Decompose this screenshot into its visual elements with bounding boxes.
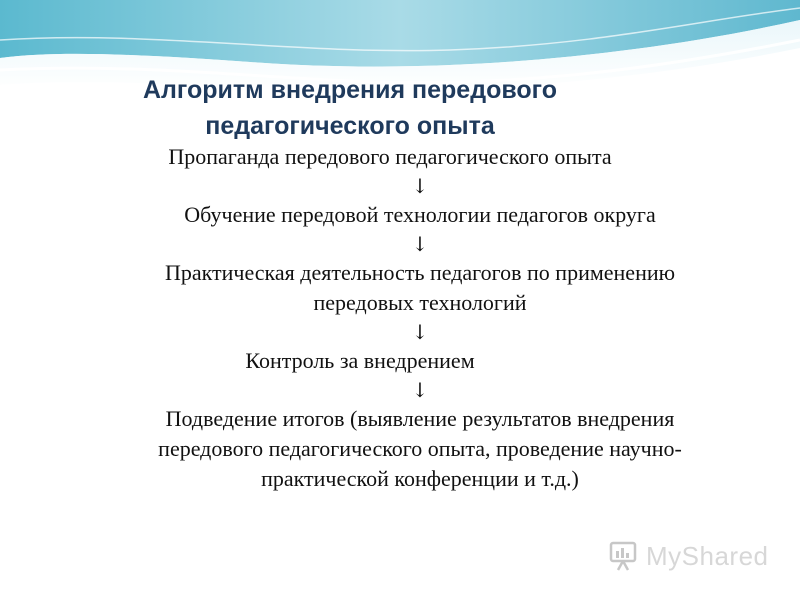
step-5-line-3: практической конференции и т.д.): [261, 466, 579, 491]
header-wave-decoration: [0, 0, 800, 92]
slide-title-line-1: Алгоритм внедрения передового: [142, 76, 557, 104]
myshared-watermark: MyShared: [608, 536, 769, 576]
down-arrow-icon: ↓: [411, 232, 429, 256]
step-3-line-1: Практическая деятельность педагогов по п…: [164, 260, 676, 285]
step-4-line-1: Контроль за внедрением: [245, 348, 475, 373]
slide-title-line-2: педагогического опыта: [205, 112, 495, 140]
step-1-line-1: Пропаганда передового педагогического оп…: [168, 144, 612, 169]
step-5-line-1: Подведение итогов (выявление результатов…: [165, 406, 675, 431]
step-5-line-2: передового педагогического опыта, провед…: [158, 436, 682, 461]
algorithm-steps: Пропаганда передового педагогического оп…: [40, 142, 800, 494]
step-3: Практическая деятельность педагогов по п…: [40, 258, 800, 318]
step-2: Обучение передовой технологии педагогов …: [40, 200, 800, 230]
down-arrow-icon: ↓: [411, 378, 429, 402]
slide-title: Алгоритм внедрения передового педагогиче…: [0, 72, 800, 144]
step-5: Подведение итогов (выявление результатов…: [40, 404, 800, 494]
myshared-logo-icon: [609, 541, 637, 571]
down-arrow-icon: ↓: [411, 320, 429, 344]
down-arrow-icon: ↓: [411, 174, 429, 198]
step-2-line-1: Обучение передовой технологии педагогов …: [184, 202, 656, 227]
step-3-line-2: передовых технологий: [313, 290, 527, 315]
step-4: Контроль за внедрением: [0, 346, 800, 376]
watermark-text: MyShared: [646, 540, 769, 571]
step-1: Пропаганда передового педагогического оп…: [0, 142, 800, 172]
